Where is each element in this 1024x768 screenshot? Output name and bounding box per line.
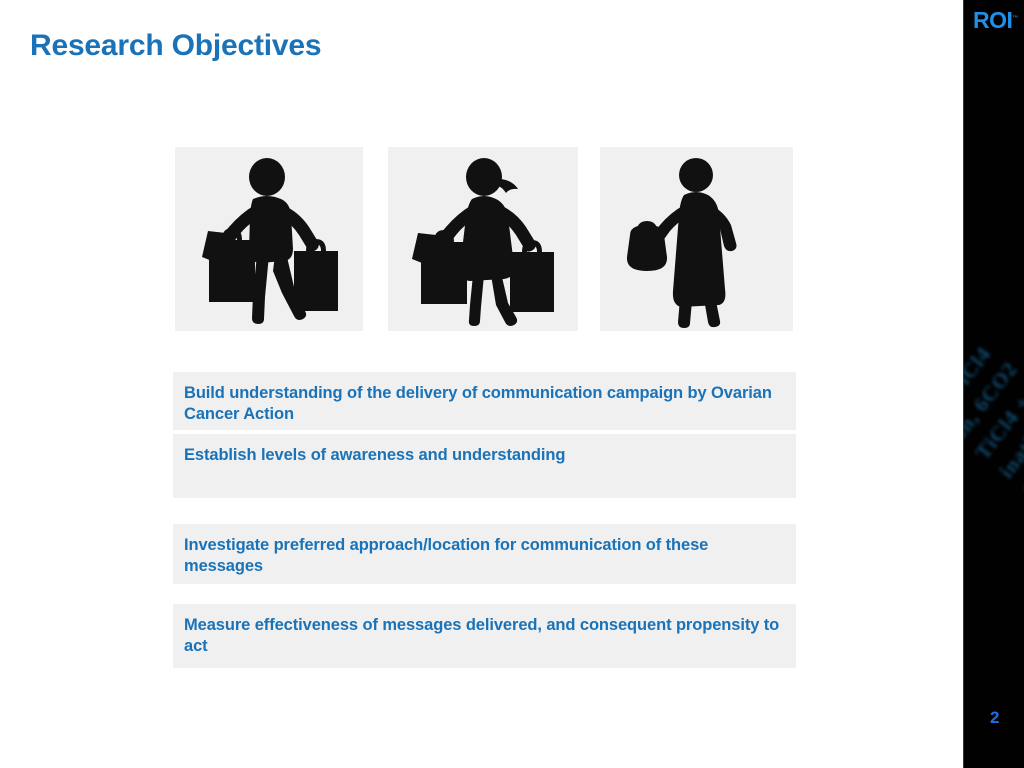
- objective-text: Build understanding of the delivery of c…: [184, 384, 772, 424]
- objective-box: Establish levels of awareness and unders…: [173, 434, 796, 498]
- image-man-with-shopping-bags: [175, 147, 363, 331]
- page-number: 2: [990, 708, 1000, 727]
- objective-box: Build understanding of the delivery of c…: [173, 372, 796, 430]
- page-title: Research Objectives: [30, 29, 322, 62]
- objective-text: Establish levels of awareness and unders…: [184, 446, 566, 464]
- objective-box: Measure effectiveness of messages delive…: [173, 604, 796, 668]
- roi-logo: ROI™: [973, 7, 1019, 34]
- trademark-icon: ™: [1012, 15, 1019, 22]
- objective-text: Investigate preferred approach/location …: [184, 536, 709, 576]
- image-woman-with-handbag: [600, 147, 793, 331]
- objective-text: Measure effectiveness of messages delive…: [184, 616, 780, 656]
- woman-handbag-icon: [626, 158, 737, 328]
- pictogram-strip: [175, 147, 799, 331]
- roi-logo-text: ROI: [973, 7, 1013, 33]
- rail-background-text: ction of stable f (1 100 acO3) a ce, TiC…: [963, 333, 1024, 502]
- shopper-man-icon: [202, 158, 338, 324]
- sidebar-rail: ction of stable f (1 100 acO3) a ce, TiC…: [963, 0, 1024, 768]
- image-woman-with-shopping-bags: [388, 147, 578, 331]
- objective-box: Investigate preferred approach/location …: [173, 524, 796, 584]
- shopper-woman-icon: [412, 158, 554, 326]
- rail-divider: [963, 0, 964, 768]
